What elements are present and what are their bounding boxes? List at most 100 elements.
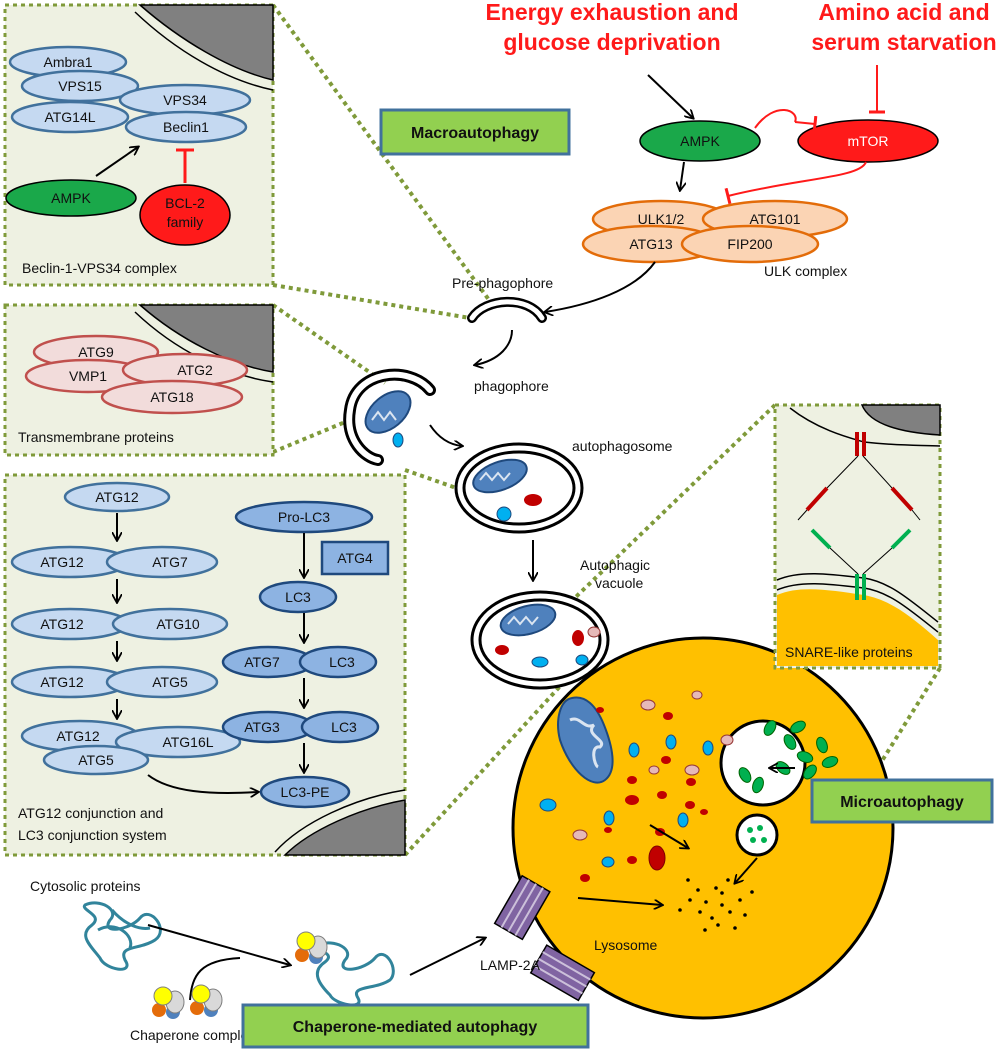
ampk-inhibits-mtor	[794, 115, 818, 133]
beclin-node-5	[124, 110, 248, 144]
atg10-node	[111, 607, 229, 641]
lc3-node-1	[258, 580, 338, 614]
autophagic-vacuole: Autophagic vacuole	[470, 557, 650, 690]
atg16l-node	[114, 725, 242, 759]
atg12-chain-4: ATG12	[40, 616, 84, 632]
lc3-chain-5: LC3	[329, 654, 355, 670]
panel-ampk-node	[5, 179, 137, 217]
beclin-member-1: Ambra1	[43, 54, 92, 70]
pre-phagophore: Pre-phagophore	[452, 275, 553, 323]
bcl2-line1: BCL-2	[165, 195, 205, 211]
conjugation-panel: ATG12 ATG12 ATG7 ATG12 ATG10 ATG12 ATG5 …	[3, 473, 407, 857]
snare-label: SNARE-like proteins	[785, 644, 913, 660]
atg12-chain-7: ATG5	[152, 674, 188, 690]
amino-signal-line1: Amino acid and	[818, 0, 989, 25]
chaperone-mediated-box	[241, 1003, 590, 1049]
ulk-to-prephagophore-arrow	[545, 261, 656, 312]
ulk-member-4: FIP200	[727, 236, 772, 252]
atg12-chain-6: ATG12	[40, 674, 84, 690]
tm-member-2: VMP1	[69, 368, 107, 384]
atg12-chain-5: ATG10	[156, 616, 200, 632]
chaperone-complex-label: Chaperone complex	[130, 1027, 255, 1043]
bcl2-node	[139, 184, 231, 246]
phagophore: phagophore	[343, 368, 549, 466]
amino-signal-line2: serum starvation	[811, 29, 996, 55]
lc3-node-3	[300, 710, 380, 744]
atg5-node-1	[105, 665, 219, 699]
tm-node-4	[100, 379, 244, 415]
snare-panel: SNARE-like proteins	[773, 403, 942, 670]
macroautophagy-label: Macroautophagy	[411, 125, 539, 142]
macroautophagy-box	[379, 108, 571, 156]
transmembrane-panel: ATG9 VMP1 ATG2 ATG18 Transmembrane prote…	[3, 303, 275, 457]
lc3-chain-1: Pro-LC3	[278, 509, 330, 525]
lysosome: Lysosome	[511, 636, 895, 1020]
energy-signal-line1: Energy exhaustion and	[485, 0, 738, 25]
substrate-to-lamp2a-arrow	[409, 938, 485, 976]
prephagophore-to-phagophore-arrow	[475, 329, 513, 365]
tm-member-3: ATG2	[177, 362, 213, 378]
atg12-chain-10: ATG5	[78, 752, 114, 768]
lamp2a-label: LAMP-2A	[480, 957, 541, 973]
vacuole-label-2: vacuole	[595, 575, 643, 591]
ampk-label: AMPK	[680, 133, 720, 149]
mtor-label: mTOR	[848, 133, 889, 149]
phagophore-to-autophagosome-arrow	[429, 424, 462, 446]
energy-to-ampk-arrow	[647, 74, 693, 118]
autophagosome-label: autophagosome	[572, 438, 673, 454]
atg5-node-2	[42, 744, 150, 776]
lc3-node-2	[298, 645, 378, 679]
cytosolic-protein-tangle	[82, 901, 162, 971]
vacuole-label-1: Autophagic	[580, 557, 650, 573]
panel-ampk-label: AMPK	[51, 190, 91, 206]
lc3-chain-2: ATG4	[337, 550, 373, 566]
ampk-inhibits-mtor-curve	[754, 109, 797, 129]
lysosome-label: Lysosome	[594, 937, 658, 953]
lc3-chain-8: LC3-PE	[280, 784, 329, 800]
ulk-complex-label: ULK complex	[764, 263, 847, 279]
beclin-caption: Beclin-1-VPS34 complex	[22, 260, 177, 276]
lc3-chain-3: LC3	[285, 589, 311, 605]
chaperone-merge-curve	[189, 957, 241, 1001]
atg12-to-lc3pe-arrow	[147, 774, 258, 793]
conjugation-caption-1: ATG12 conjunction and	[18, 805, 163, 821]
pre-phagophore-label: Pre-phagophore	[452, 275, 553, 291]
beclin-node-4	[10, 100, 130, 134]
conjugation-caption-2: LC3 conjunction system	[18, 827, 167, 843]
mtor-node	[797, 119, 939, 163]
ampk-to-ulk-arrow	[680, 161, 684, 190]
atg12-chain-3: ATG7	[152, 554, 188, 570]
tm-member-4: ATG18	[150, 389, 194, 405]
microautophagy-label: Microautophagy	[840, 794, 964, 811]
beclin-panel: Ambra1 VPS15 VPS34 ATG14L Beclin1 AMPK B…	[3, 3, 275, 287]
chaperone-complex-group: Chaperone complex	[130, 984, 255, 1043]
atg12-node-1	[63, 481, 171, 513]
ulk-node-4	[680, 224, 820, 264]
energy-signal: Energy exhaustion and glucose deprivatio…	[485, 0, 738, 55]
bcl2-line2: family	[167, 214, 204, 230]
ulk-complex: ULK1/2 ATG101 ATG13 FIP200 ULK complex	[581, 199, 849, 279]
lc3-chain-7: LC3	[331, 719, 357, 735]
atg12-chain-8: ATG12	[56, 728, 100, 744]
ampk-node	[639, 120, 761, 162]
chaperone-mediated-label: Chaperone-mediated autophagy	[293, 1019, 538, 1036]
lamp2a-receptors: LAMP-2A	[480, 874, 596, 1002]
microautophagy-box	[810, 778, 994, 824]
atg4-box	[320, 540, 390, 576]
ulk-member-2: ATG101	[749, 211, 800, 227]
tm-member-1: ATG9	[78, 344, 114, 360]
prolc3-node	[234, 500, 374, 534]
atg12-chain-2: ATG12	[40, 554, 84, 570]
autophagosome: autophagosome	[454, 438, 673, 534]
bound-substrate	[295, 931, 395, 1007]
panel-ampk-arrow	[95, 147, 138, 177]
lc3-chain-4: ATG7	[244, 654, 280, 670]
mtor-inhibits-ulk	[724, 161, 867, 205]
phagophore-mito	[364, 390, 412, 434]
lc3-chain-6: ATG3	[244, 719, 280, 735]
atg7-node-1	[105, 545, 219, 579]
lc3pe-node	[259, 775, 351, 809]
transmembrane-caption: Transmembrane proteins	[18, 429, 174, 445]
